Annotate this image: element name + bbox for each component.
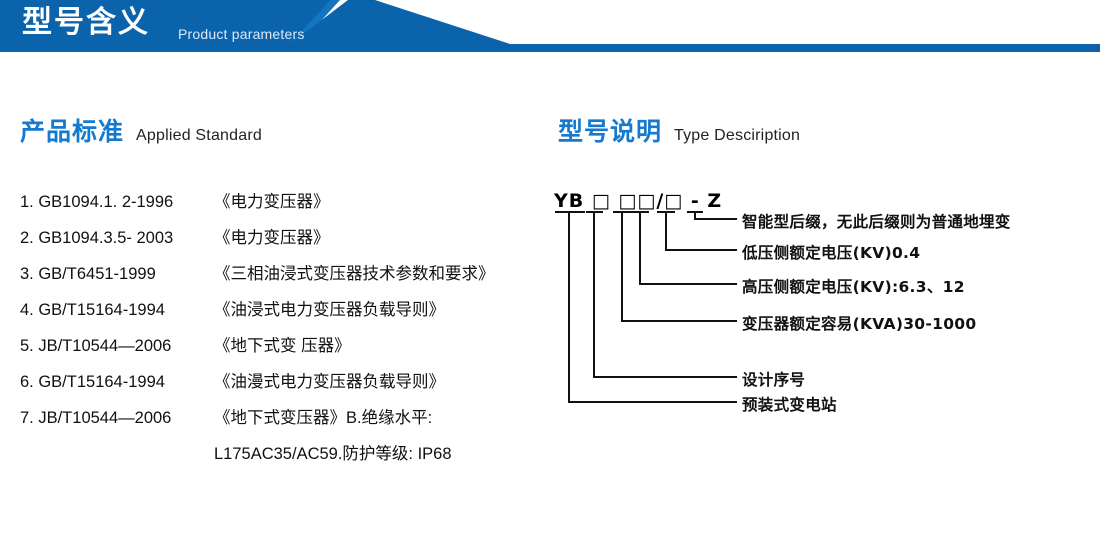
standard-code: 4. GB/T15164-1994 (20, 301, 165, 319)
standard-name: 《油浸式电力变压器负载导则》 (214, 301, 445, 319)
applied-standard-heading-cn: 产品标准 (20, 117, 125, 146)
type-description-heading: 型号说明 Type Desciription (558, 112, 800, 148)
standard-code: 1. GB1094.1. 2-1996 (20, 193, 174, 211)
applied-standard-heading-en: Applied Standard (136, 127, 262, 144)
list-item: 7. JB/T10544—2006 《地下式变压器》B.绝缘水平: (20, 404, 560, 440)
page-header-banner: 型号含义 Product parameters (0, 0, 1100, 52)
type-description-heading-en: Type Desciription (674, 127, 801, 144)
list-item: 4. GB/T15164-1994 《油浸式电力变压器负载导则》 (20, 296, 560, 332)
standard-name: 《三相油浸式变压器技术参数和要求》 (214, 265, 495, 283)
standard-name: 《地下式变压器》B.绝缘水平: (214, 409, 433, 427)
standard-code: 3. GB/T6451-1999 (20, 265, 156, 283)
type-code-diagram: YB □ □□/□ - Z (540, 180, 1100, 440)
standard-code: 6. GB/T15164-1994 (20, 373, 165, 391)
standard-name: 《电力变压器》 (214, 229, 330, 247)
standard-name: 《油漫式电力变压器负载导则》 (214, 373, 445, 391)
label-smart-suffix: 智能型后缀，无此后缀则为普通地埋变 (742, 213, 1011, 231)
model-code-text: YB □ □□/□ - Z (554, 190, 723, 212)
label-hv-rated-voltage: 高压侧额定电压(KV):6.3、12 (742, 278, 965, 296)
banner-shape (0, 0, 1100, 52)
list-item: 3. GB/T6451-1999 《三相油浸式变压器技术参数和要求》 (20, 260, 560, 296)
standards-list: 1. GB1094.1. 2-1996 《电力变压器》 2. GB1094.3.… (20, 188, 560, 476)
list-item: 5. JB/T10544—2006 《地下式变 压器》 (20, 332, 560, 368)
applied-standard-heading: 产品标准 Applied Standard (20, 112, 262, 148)
diagram-leader-lines (555, 211, 737, 403)
standard-name: 《地下式变 压器》 (214, 337, 351, 355)
label-prefab-substation: 预装式变电站 (742, 396, 837, 414)
label-rated-capacity: 变压器额定容易(KVA)30-1000 (742, 315, 977, 333)
standard-name: 《电力变压器》 (214, 193, 330, 211)
list-item-continuation: L175AC35/AC59.防护等级: IP68 (20, 440, 560, 476)
type-description-heading-cn: 型号说明 (558, 117, 663, 146)
standard-name: L175AC35/AC59.防护等级: IP68 (214, 445, 452, 463)
list-item: 6. GB/T15164-1994 《油漫式电力变压器负载导则》 (20, 368, 560, 404)
label-lv-rated-voltage: 低压侧额定电压(KV)0.4 (742, 244, 921, 262)
list-item: 2. GB1094.3.5- 2003 《电力变压器》 (20, 224, 560, 260)
label-design-serial: 设计序号 (742, 371, 806, 389)
standard-code: 2. GB1094.3.5- 2003 (20, 229, 174, 247)
standard-code: 7. JB/T10544—2006 (20, 409, 172, 427)
banner-subtitle: Product parameters (178, 26, 305, 42)
standard-code: 5. JB/T10544—2006 (20, 337, 172, 355)
banner-title: 型号含义 (22, 5, 150, 40)
list-item: 1. GB1094.1. 2-1996 《电力变压器》 (20, 188, 560, 224)
